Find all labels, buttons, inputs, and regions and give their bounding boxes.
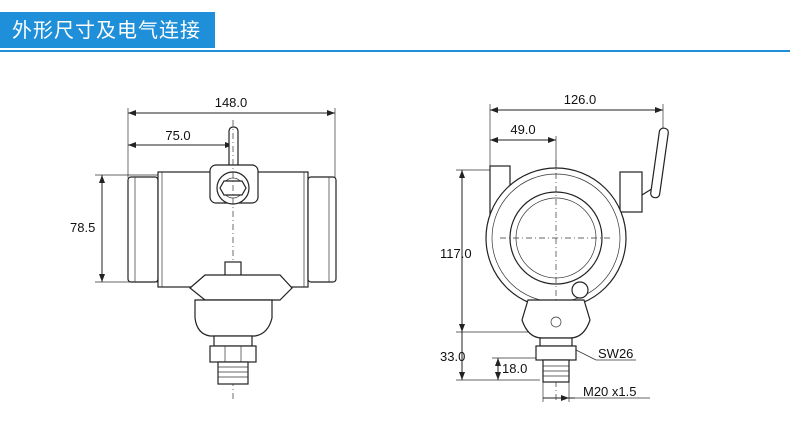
collar (213, 335, 253, 347)
arrow (99, 175, 105, 183)
side-lock-screw (571, 281, 589, 299)
arrow (561, 395, 569, 401)
side-right-boss (619, 171, 643, 213)
arrow (459, 372, 465, 380)
arrow (128, 142, 136, 148)
side-collar (539, 337, 573, 347)
page-title: 外形尺寸及电气连接 (0, 12, 215, 48)
side-antenna (650, 127, 669, 199)
cable-gland (189, 274, 293, 301)
header-bar: 外形尺寸及电气连接 (0, 0, 790, 55)
arrow (490, 107, 498, 113)
front-view: 148.0 75.0 78.5 (70, 95, 337, 400)
arrow (495, 372, 501, 380)
arrow (128, 110, 136, 116)
hex-nut (209, 345, 257, 363)
title-underline (0, 50, 790, 52)
side-thread-len-label: 18.0 (502, 361, 527, 376)
side-offset-label: 49.0 (510, 122, 535, 137)
arrow (490, 137, 498, 143)
side-width-label: 126.0 (564, 92, 597, 107)
side-neck (521, 299, 591, 339)
arrow (459, 170, 465, 178)
lower-body (194, 299, 273, 337)
arrow (459, 324, 465, 332)
thread-spec-label: M20 x1.5 (583, 384, 636, 399)
arrow (327, 110, 335, 116)
front-width-label: 148.0 (215, 95, 248, 110)
left-cap (127, 176, 159, 283)
arrow (99, 274, 105, 282)
wrench-size-label: SW26 (598, 346, 633, 361)
arrow (495, 358, 501, 366)
front-height-label: 78.5 (70, 220, 95, 235)
side-height-label: 117.0 (440, 246, 472, 261)
side-lower-label: 33.0 (440, 349, 465, 364)
arrow (655, 107, 663, 113)
right-cap (307, 176, 337, 283)
arrow (548, 137, 556, 143)
side-view: 126.0 49.0 117.0 33.0 18.0 (440, 92, 669, 402)
front-center-label: 75.0 (165, 128, 190, 143)
side-hex (535, 345, 577, 361)
antenna (228, 126, 239, 170)
thread (217, 361, 249, 385)
